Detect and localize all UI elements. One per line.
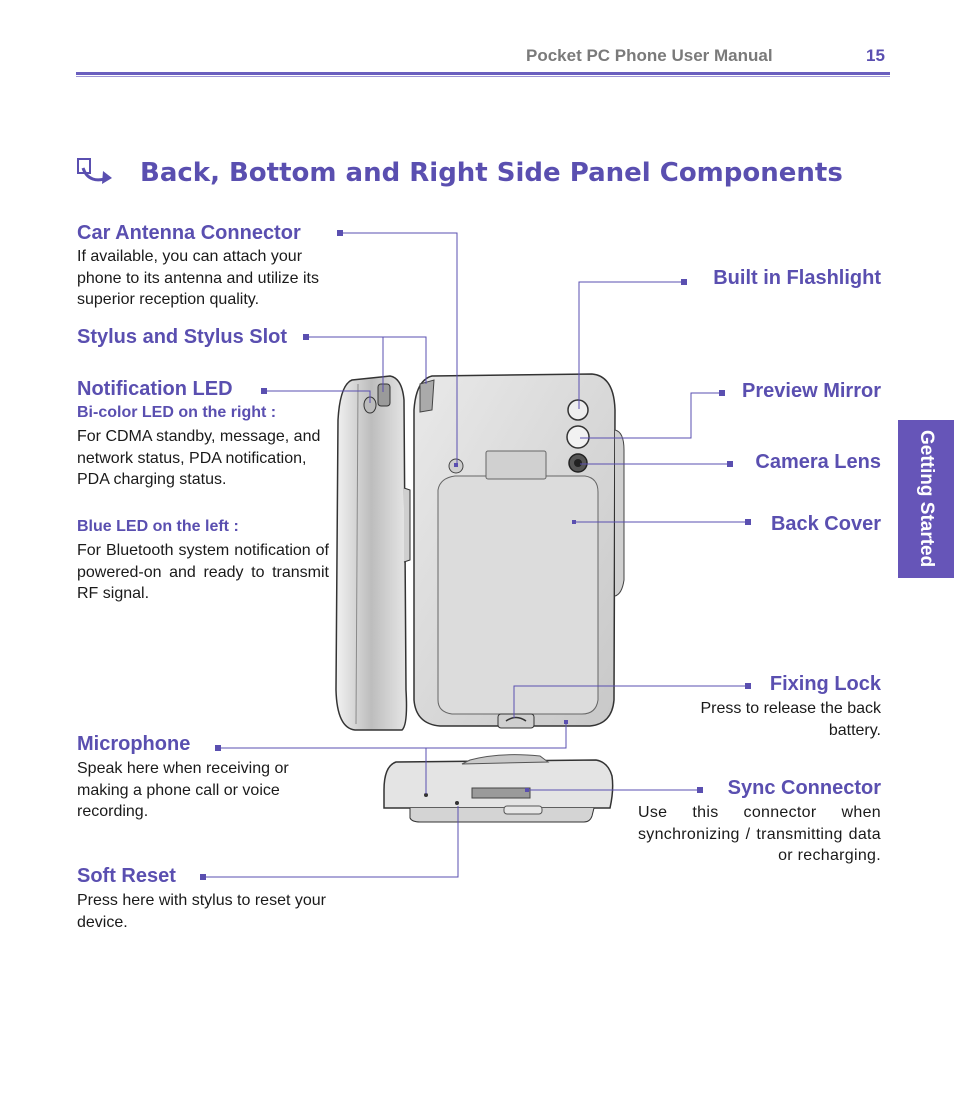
fixing-lock-label: Fixing Lock [769,673,881,695]
stylus-label: Stylus and Stylus Slot [77,326,288,348]
blue-led-subtitle: Blue LED on the left : [77,518,239,535]
leader-endpoints [200,230,751,880]
microphone-desc: Speak here when receiving or making a ph… [77,760,289,820]
header-rule [76,72,890,75]
microphone-label: Microphone [77,733,191,755]
preview-mirror-label: Preview Mirror [742,380,881,402]
bicolor-led-subtitle: Bi-color LED on the right : [77,404,277,421]
stylus-slot-icon [377,383,391,407]
back-cover-label: Back Cover [770,513,881,535]
device-back-view [413,373,625,729]
flashlight-label: Built in Flashlight [713,267,881,289]
sync-connector-label: Sync Connector [727,777,881,799]
soft-reset-icon [455,801,459,805]
device-bottom-view [383,754,614,823]
device-side-view [335,375,411,731]
section-title: Back, Bottom and Right Side Panel Compon… [140,158,843,188]
preview-mirror-icon [566,425,590,449]
pointing-hand-arrow-icon [77,158,112,184]
soft-reset-label: Soft Reset [77,865,176,887]
camera-lens-label: Camera Lens [755,451,881,473]
page-number: 15 [866,46,885,65]
sync-connector-icon [471,787,531,799]
car-antenna-label: Car Antenna Connector [77,222,301,244]
leader-lines [205,232,747,878]
header-rule-thin [76,76,890,77]
notification-led-label: Notification LED [77,378,233,400]
side-tab-getting-started[interactable]: Getting Started [898,420,954,578]
side-tab-label: Getting Started [916,430,937,568]
fixing-lock-icon [497,713,535,729]
flashlight-icon [567,399,589,421]
blue-led-desc: For Bluetooth system notification of pow… [77,542,329,602]
soft-reset-desc: Press here with stylus to reset your dev… [77,892,326,931]
fixing-lock-desc: Press to release the back battery. [700,700,881,739]
header-title: Pocket PC Phone User Manual [526,46,773,65]
car-antenna-desc: If available, you can attach your phone … [77,248,319,308]
microphone-icon [424,793,428,797]
bicolor-led-desc: For CDMA standby, message, and network s… [77,428,321,488]
sync-connector-desc: Use this connector when synchronizing / … [638,804,881,864]
